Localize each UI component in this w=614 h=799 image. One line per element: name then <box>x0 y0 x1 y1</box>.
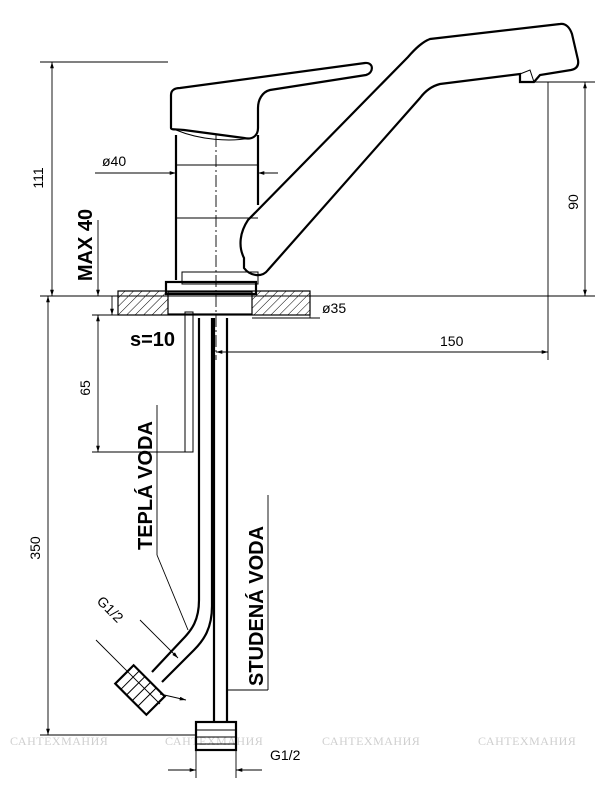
dim-g12-bottom-label: G1/2 <box>270 747 301 763</box>
dim-350: 350 <box>27 296 196 736</box>
dim-d35: ø35 <box>252 300 346 319</box>
dim-111: 111 <box>30 61 168 296</box>
dim-90-label: 90 <box>565 194 581 210</box>
watermark-text: САНТЕХМАНИЯ <box>10 734 108 748</box>
dim-g12-top: G1/2 <box>94 593 187 705</box>
watermark-text: САНТЕХМАНИЯ <box>478 734 576 748</box>
faucet-body <box>174 135 260 280</box>
hot-water-hose <box>151 311 214 683</box>
dim-65-label: 65 <box>77 380 93 396</box>
dim-max40: MAX 40 <box>75 209 100 296</box>
dim-90: 90 <box>525 81 595 296</box>
hot-water-fitting <box>113 663 167 717</box>
dim-s10-label: s=10 <box>130 329 175 351</box>
watermark-text: САНТЕХМАНИЯ <box>322 734 420 748</box>
cold-water-label-group: STUDENÁ VODA <box>228 495 269 691</box>
dim-150-label: 150 <box>440 333 464 349</box>
cold-water-hose <box>212 318 229 722</box>
spout <box>239 22 580 277</box>
dim-d40: ø40 <box>95 153 278 175</box>
dim-65: 65 <box>77 315 190 453</box>
dim-max40-label: MAX 40 <box>75 209 97 281</box>
cold-water-fitting <box>194 720 238 752</box>
lever-handle <box>169 61 373 141</box>
dim-s10: s=10 <box>92 296 175 351</box>
watermark-text: САНТЕХМАНИЯ <box>165 734 263 748</box>
watermark-row: САНТЕХМАНИЯ САНТЕХМАНИЯ САНТЕХМАНИЯ САНТ… <box>10 734 576 748</box>
dim-d40-label: ø40 <box>102 153 126 169</box>
hot-water-label: TEPLÁ VODA <box>134 421 157 550</box>
hot-water-label-group: TEPLÁ VODA <box>134 405 189 631</box>
dim-g12-top-label: G1/2 <box>94 593 127 626</box>
dim-350-label: 350 <box>27 536 43 560</box>
base-flange <box>164 271 259 296</box>
dim-d35-label: ø35 <box>322 300 346 316</box>
dim-111-label: 111 <box>30 167 46 188</box>
cold-water-label: STUDENÁ VODA <box>245 526 268 686</box>
dim-150: 150 <box>216 82 549 360</box>
dim-g12-bottom: G1/2 <box>168 747 301 778</box>
